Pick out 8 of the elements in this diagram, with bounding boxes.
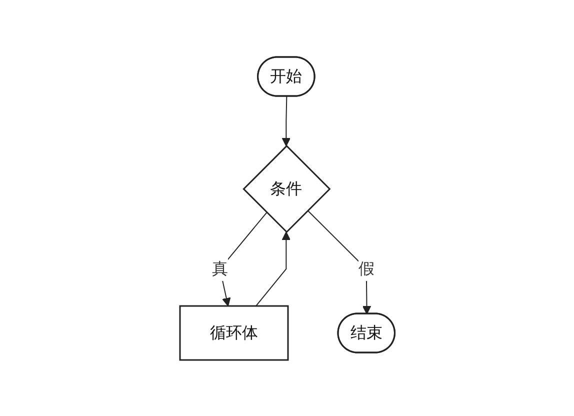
node-box: 循环体	[178, 304, 288, 360]
arrow	[219, 212, 267, 306]
arrow	[306, 209, 371, 314]
edge-label: 真	[212, 258, 228, 278]
arrow	[281, 96, 290, 146]
arrow	[255, 231, 290, 306]
node-diamond: 条件	[242, 144, 330, 233]
edge-label: 假	[358, 258, 374, 278]
